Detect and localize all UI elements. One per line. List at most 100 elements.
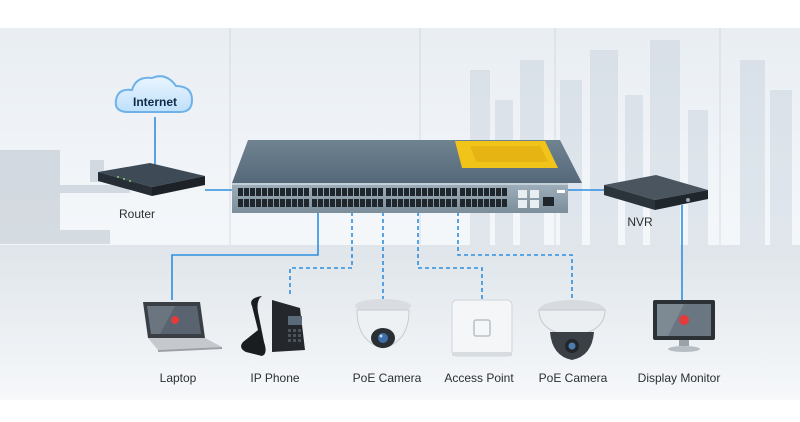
device-label-poe-camera-2: PoE Camera	[538, 371, 608, 385]
device-label-display-monitor: Display Monitor	[637, 371, 721, 385]
switch-port	[372, 199, 377, 207]
switch-port	[330, 188, 335, 196]
switch-port	[324, 188, 329, 196]
switch-port	[422, 188, 427, 196]
switch-port	[398, 199, 403, 207]
switch-port	[354, 188, 359, 196]
device-label-ip-phone: IP Phone	[250, 371, 300, 385]
switch-port	[360, 188, 365, 196]
switch-port	[336, 199, 341, 207]
monitor-icon	[653, 300, 715, 352]
switch-port	[422, 199, 427, 207]
switch-port	[292, 188, 297, 196]
switch-port	[262, 199, 267, 207]
switch-port	[274, 188, 279, 196]
switch-port	[404, 199, 409, 207]
switch-port	[466, 188, 471, 196]
switch-port	[348, 188, 353, 196]
switch-port	[378, 199, 383, 207]
switch-port	[318, 199, 323, 207]
switch-port	[286, 188, 291, 196]
switch-port	[348, 199, 353, 207]
laptop-icon	[143, 302, 222, 352]
switch-port	[484, 199, 489, 207]
switch-port	[452, 188, 457, 196]
switch-port	[298, 188, 303, 196]
switch-port	[304, 188, 309, 196]
switch-port	[440, 199, 445, 207]
switch-port	[386, 199, 391, 207]
switch-port	[312, 188, 317, 196]
switch-port	[428, 199, 433, 207]
switch-port	[502, 199, 507, 207]
router-label: Router	[118, 207, 156, 221]
switch-port	[256, 188, 261, 196]
switch-port	[392, 199, 397, 207]
switch-port	[342, 188, 347, 196]
switch-port	[324, 199, 329, 207]
switch-port	[434, 199, 439, 207]
switch-port	[446, 188, 451, 196]
internet-label: Internet	[132, 95, 178, 109]
switch-port	[268, 199, 273, 207]
switch-port	[274, 199, 279, 207]
switch-port	[292, 199, 297, 207]
switch-port	[354, 199, 359, 207]
switch-port	[416, 188, 421, 196]
switch-port	[490, 199, 495, 207]
switch-port	[502, 188, 507, 196]
switch-port	[416, 199, 421, 207]
switch-port	[466, 199, 471, 207]
dome-camera-icon	[355, 299, 411, 349]
switch-port	[478, 199, 483, 207]
switch-port	[496, 199, 501, 207]
switch-port	[490, 188, 495, 196]
switch-port	[366, 188, 371, 196]
switch-port	[318, 188, 323, 196]
switch-port	[496, 188, 501, 196]
switch-port	[250, 199, 255, 207]
switch-port	[312, 199, 317, 207]
device-label-access-point: Access Point	[444, 371, 514, 385]
router-icon	[98, 163, 205, 196]
internet-cloud-icon	[114, 75, 194, 113]
switch-port	[478, 188, 483, 196]
switch-port	[484, 188, 489, 196]
switch-port	[410, 188, 415, 196]
switch-port	[372, 188, 377, 196]
switch-port	[378, 188, 383, 196]
switch-port	[366, 199, 371, 207]
switch-port	[268, 188, 273, 196]
switch-port	[298, 199, 303, 207]
switch-port	[342, 199, 347, 207]
switch-port	[286, 199, 291, 207]
switch-port	[330, 199, 335, 207]
device-label-poe-camera-1: PoE Camera	[352, 371, 422, 385]
switch-port	[262, 188, 267, 196]
ip-phone-icon	[241, 296, 305, 356]
switch-port	[446, 199, 451, 207]
switch-port	[238, 188, 243, 196]
nvr-label: NVR	[627, 215, 653, 229]
switch-port	[280, 199, 285, 207]
switch-icon	[232, 140, 582, 213]
switch-port	[398, 188, 403, 196]
switch-port	[280, 188, 285, 196]
switch-port	[336, 188, 341, 196]
switch-port	[460, 199, 465, 207]
switch-port	[404, 188, 409, 196]
switch-port	[250, 188, 255, 196]
switch-port	[460, 188, 465, 196]
switch-port	[440, 188, 445, 196]
switch-port	[410, 199, 415, 207]
switch-port	[304, 199, 309, 207]
nvr-icon	[604, 175, 708, 210]
switch-port	[360, 199, 365, 207]
access-point-icon	[451, 299, 513, 357]
switch-port	[244, 188, 249, 196]
device-label-laptop: Laptop	[159, 371, 197, 385]
switch-port	[434, 188, 439, 196]
switch-port	[256, 199, 261, 207]
